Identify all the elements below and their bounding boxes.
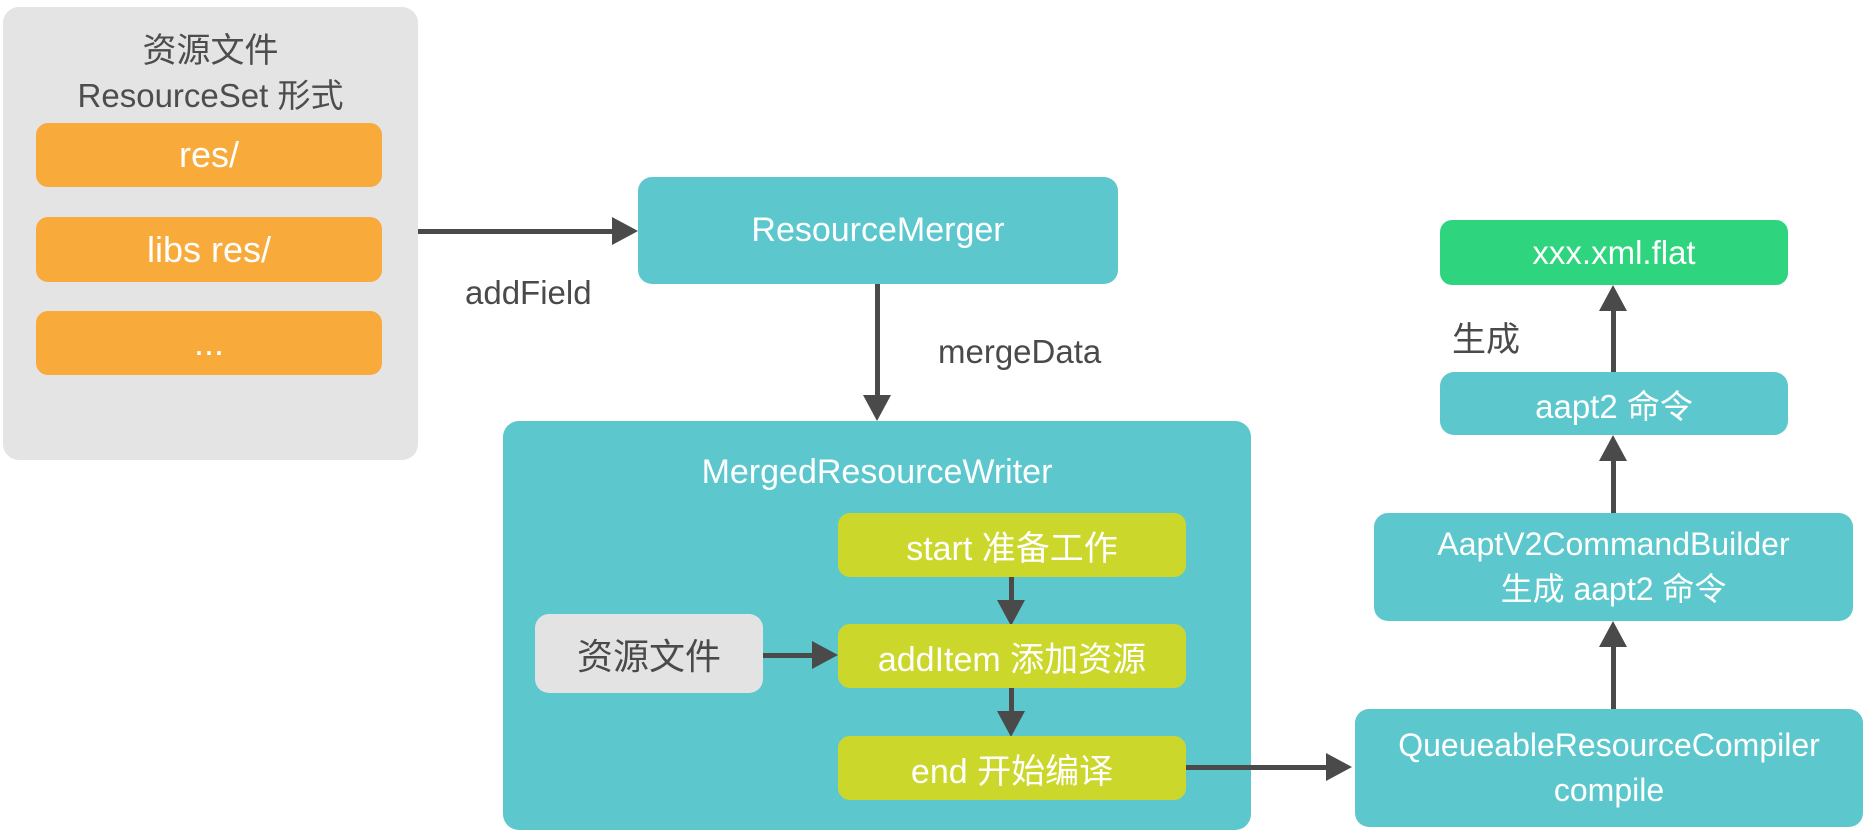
resource-merger-node: ResourceMerger (638, 177, 1118, 284)
additem-step-node: addItem 添加资源 (838, 624, 1186, 688)
libs-res-dir-node: libs res/ (36, 217, 382, 282)
arrow-mergedata-line (875, 284, 880, 396)
arrow-aapt2-flat-line (1611, 308, 1616, 372)
arrow-addfield-line (418, 229, 614, 234)
arrow-start-additem-line (1009, 577, 1014, 604)
addfield-label: addField (465, 274, 592, 311)
more-res-node: ... (36, 311, 382, 375)
arrow-builder-aapt2-head (1599, 435, 1627, 461)
aapt-builder-line1: AaptV2CommandBuilder (1437, 526, 1790, 562)
resource-set-title-line1: 资源文件 (142, 32, 279, 70)
flat-output-node: xxx.xml.flat (1440, 220, 1788, 285)
arrow-end-compiler-head (1326, 753, 1352, 781)
arrow-additem-end-head (997, 711, 1025, 737)
arrow-builder-aapt2-line (1611, 458, 1616, 513)
resource-set-panel: 资源文件 ResourceSet 形式 res/ libs res/ ... (3, 7, 418, 460)
queueable-compiler-node: QueueableResourceCompiler compile (1355, 709, 1863, 827)
arrow-compiler-builder-line (1611, 644, 1616, 709)
arrow-start-additem-head (997, 600, 1025, 626)
mergedata-label: mergeData (938, 333, 1102, 370)
queueable-compiler-line2: compile (1553, 772, 1665, 808)
aapt-builder-line2: 生成 aapt2 命令 (1500, 571, 1727, 607)
aapt2-command-node: aapt2 命令 (1440, 372, 1788, 435)
arrow-aapt2-flat-head (1599, 285, 1627, 311)
arrow-mergedata-head (863, 395, 891, 421)
start-step-node: start 准备工作 (838, 513, 1186, 577)
arrow-end-compiler-line (1186, 765, 1328, 770)
arrow-resourcefile-additem-head (812, 641, 838, 669)
generate-label: 生成 (1452, 321, 1520, 359)
aapt-builder-node: AaptV2CommandBuilder 生成 aapt2 命令 (1374, 513, 1853, 621)
end-step-node: end 开始编译 (838, 736, 1186, 800)
arrow-addfield-head (612, 217, 638, 245)
resource-file-node: 资源文件 (535, 614, 763, 693)
merged-resource-writer-title: MergedResourceWriter (701, 453, 1053, 491)
arrow-resourcefile-additem-line (763, 653, 816, 658)
arrow-additem-end-line (1009, 688, 1014, 714)
arrow-compiler-builder-head (1599, 621, 1627, 647)
queueable-compiler-line1: QueueableResourceCompiler (1398, 727, 1820, 763)
res-dir-node: res/ (36, 123, 382, 187)
resource-set-title-line2: ResourceSet 形式 (77, 77, 344, 114)
